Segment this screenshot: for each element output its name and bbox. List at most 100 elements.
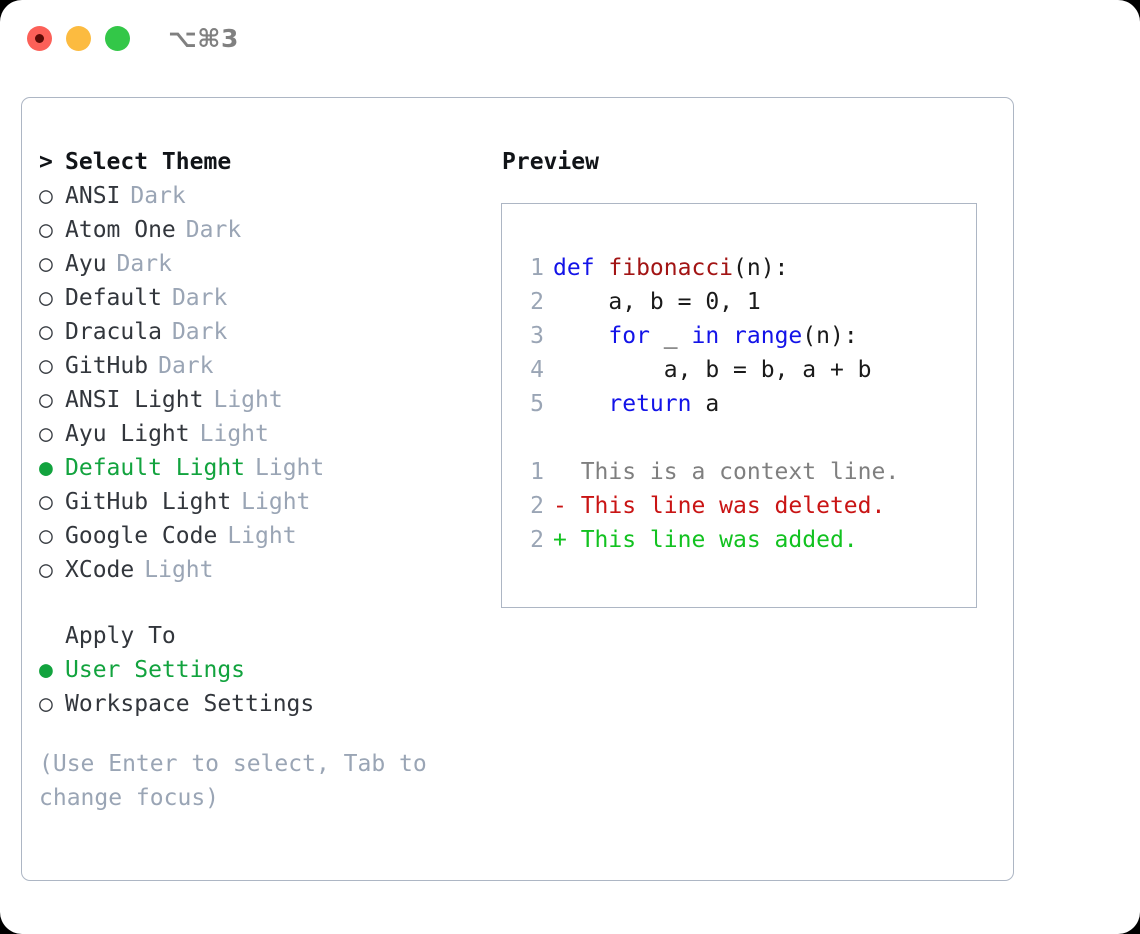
line-number: 2: [530, 527, 544, 553]
prompt-caret-icon: >: [39, 149, 53, 175]
theme-variant-badge: Light: [213, 387, 283, 413]
preview-title: Preview: [502, 149, 599, 175]
radio-unselected-icon[interactable]: ○: [39, 489, 53, 515]
theme-variant-badge: Light: [227, 523, 297, 549]
diff-line: 2 - This line was deleted.: [518, 489, 899, 523]
apply-to-option-label: User Settings: [65, 657, 246, 683]
theme-option-label: Default Light: [65, 455, 246, 481]
theme-option-label: ANSI Light: [65, 387, 204, 413]
theme-option-row[interactable]: ○ GitHub Light Light: [39, 485, 489, 519]
code-sample: 1 def fibonacci(n): 2 a, b = 0, 1 3 for _ i…: [518, 251, 899, 557]
theme-option-row[interactable]: ○ Default Dark: [39, 281, 489, 315]
radio-unselected-icon[interactable]: ○: [39, 217, 53, 243]
theme-option-label: Atom One: [65, 217, 176, 243]
apply-to-label: Apply To: [65, 623, 176, 649]
radio-unselected-icon[interactable]: ○: [39, 557, 53, 583]
apply-to-option-label: Workspace Settings: [65, 691, 315, 717]
code-token: return: [608, 391, 706, 417]
diff-line: 1 This is a context line.: [518, 455, 899, 489]
line-number: 4: [530, 357, 544, 383]
radio-selected-icon[interactable]: ●: [39, 455, 53, 481]
theme-variant-badge: Dark: [171, 285, 228, 311]
theme-variant-badge: Dark: [130, 183, 186, 209]
apply-to-option-list: ● User Settings ○ Workspace Settings: [39, 653, 489, 721]
code-line-text: a, b = 0, 1: [553, 289, 761, 315]
theme-variant-badge: Dark: [158, 353, 214, 379]
theme-option-label: Google Code: [65, 523, 218, 549]
code-line-text: return a: [553, 391, 719, 417]
theme-option-label: Dracula: [65, 319, 162, 345]
radio-unselected-icon[interactable]: ○: [39, 319, 53, 345]
code-line: 3 for _ in range(n):: [518, 319, 899, 353]
theme-option-row[interactable]: ○ Google Code Light: [39, 519, 489, 553]
code-token: range: [733, 323, 803, 349]
diff-line-text: + This line was added.: [553, 527, 858, 553]
line-number: 1: [530, 255, 544, 281]
code-token: [553, 323, 608, 349]
diff-line: 2 + This line was added.: [518, 523, 899, 557]
code-token: a: [705, 391, 720, 417]
code-token: a, b = b, a + b: [553, 357, 872, 383]
code-line: 1 def fibonacci(n):: [518, 251, 899, 285]
radio-unselected-icon[interactable]: ○: [39, 387, 53, 413]
line-number: 2: [530, 289, 544, 315]
section-spacer: [39, 587, 489, 619]
theme-option-row[interactable]: ○ ANSI Dark: [39, 179, 489, 213]
page-title: Select Theme: [65, 149, 232, 175]
code-token: a, b = 0, 1: [553, 289, 761, 315]
theme-variant-badge: Light: [241, 489, 311, 515]
theme-option-row[interactable]: ○ Dracula Dark: [39, 315, 489, 349]
code-token: _: [663, 323, 692, 349]
close-button[interactable]: [27, 26, 52, 51]
code-line-text: def fibonacci(n):: [553, 255, 788, 281]
preview-column: Preview 1 def fibonacci(n): 2 a, b = 0, 1 3…: [501, 145, 1001, 608]
code-token: in: [691, 323, 734, 349]
theme-option-row[interactable]: ○ ANSI Light Light: [39, 383, 489, 417]
theme-option-row[interactable]: ○ Ayu Light Light: [39, 417, 489, 451]
code-token: (n):: [802, 323, 858, 349]
theme-variant-badge: Dark: [185, 217, 242, 243]
line-number: 3: [530, 323, 544, 349]
apply-to-option-row[interactable]: ● User Settings: [39, 653, 489, 687]
radio-unselected-icon[interactable]: ○: [39, 353, 53, 379]
radio-unselected-icon[interactable]: ○: [39, 183, 53, 209]
preview-box: 1 def fibonacci(n): 2 a, b = 0, 1 3 for _ i…: [501, 203, 977, 608]
theme-option-row[interactable]: ○ GitHub Dark: [39, 349, 489, 383]
line-number: 2: [530, 493, 544, 519]
code-line-text: a, b = b, a + b: [553, 357, 872, 383]
diff-line-text: - This line was deleted.: [553, 493, 886, 519]
apply-to-option-row[interactable]: ○ Workspace Settings: [39, 687, 489, 721]
maximize-button[interactable]: [105, 26, 130, 51]
radio-unselected-icon[interactable]: ○: [39, 691, 53, 717]
title-bar: ⌥⌘3: [0, 0, 1140, 78]
radio-selected-icon[interactable]: ●: [39, 657, 53, 683]
radio-unselected-icon[interactable]: ○: [39, 251, 53, 277]
code-token: (n):: [733, 255, 789, 281]
theme-option-label: ANSI: [65, 183, 121, 209]
code-line: 4 a, b = b, a + b: [518, 353, 899, 387]
theme-variant-badge: Light: [144, 557, 214, 583]
radio-unselected-icon[interactable]: ○: [39, 523, 53, 549]
theme-variant-badge: Dark: [116, 251, 172, 277]
theme-option-label: Ayu: [65, 251, 107, 277]
theme-option-label: Ayu Light: [65, 421, 190, 447]
theme-variant-badge: Dark: [171, 319, 228, 345]
theme-option-row[interactable]: ○ Atom One Dark: [39, 213, 489, 247]
radio-unselected-icon[interactable]: ○: [39, 421, 53, 447]
line-number: 1: [530, 459, 544, 485]
theme-option-row[interactable]: ○ Ayu Dark: [39, 247, 489, 281]
code-line-text: for _ in range(n):: [553, 323, 858, 349]
theme-variant-badge: Light: [199, 421, 269, 447]
minimize-button[interactable]: [66, 26, 91, 51]
diff-line-text: This is a context line.: [553, 459, 900, 485]
theme-option-label: Default: [65, 285, 162, 311]
theme-option-label: GitHub: [65, 353, 149, 379]
code-token: def: [553, 255, 609, 281]
radio-unselected-icon[interactable]: ○: [39, 285, 53, 311]
theme-option-label: GitHub Light: [65, 489, 232, 515]
